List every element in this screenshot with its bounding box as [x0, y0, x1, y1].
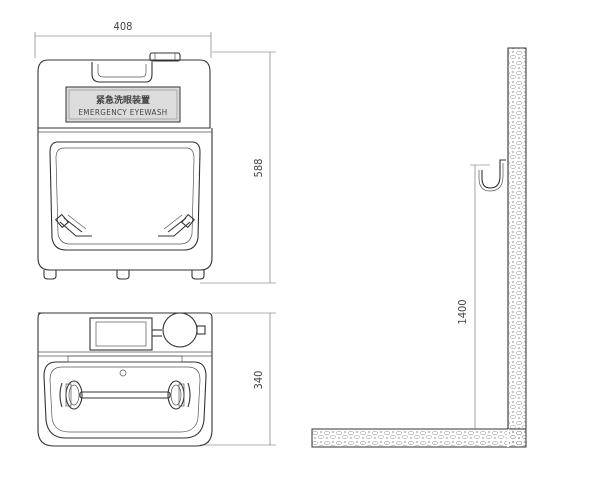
width-dimension: 408	[34, 20, 212, 58]
wall-mount-view: 1400	[311, 47, 527, 448]
mounting-hook	[481, 159, 506, 189]
basin-inner	[55, 147, 195, 245]
height-dimension: 588	[200, 51, 276, 284]
width-dim-label: 408	[114, 20, 133, 33]
lid-box	[89, 317, 153, 351]
sign-english: EMERGENCY EYEWASH	[78, 108, 167, 117]
wall	[507, 47, 527, 448]
drain-hole	[119, 369, 127, 377]
front-view: 408 588 紧急洗眼装置 EMERGENCY EYEWASH	[34, 20, 276, 284]
cap-round	[162, 312, 198, 348]
mount-height-label: 1400	[456, 299, 469, 324]
feet	[43, 270, 205, 280]
basin-outer	[49, 141, 201, 251]
left-nozzle	[54, 213, 92, 237]
depth-dim-label: 340	[252, 371, 265, 390]
sign-plate: 紧急洗眼装置 EMERGENCY EYEWASH	[65, 86, 181, 123]
nozzle-bar	[59, 380, 191, 410]
floor	[311, 428, 527, 448]
carry-handle	[91, 62, 153, 83]
tank-lower	[37, 128, 213, 271]
right-nozzle	[158, 213, 196, 237]
top-view: 340	[37, 312, 276, 447]
top-outer	[37, 312, 213, 447]
tank-upper	[37, 59, 211, 129]
top-basin-outer	[43, 361, 207, 439]
depth-dimension: 340	[200, 312, 276, 446]
fill-cap	[149, 52, 181, 62]
sign-chinese: 紧急洗眼装置	[96, 94, 150, 106]
mount-height-dimension: 1400	[456, 164, 490, 429]
height-dim-label: 588	[252, 159, 265, 178]
